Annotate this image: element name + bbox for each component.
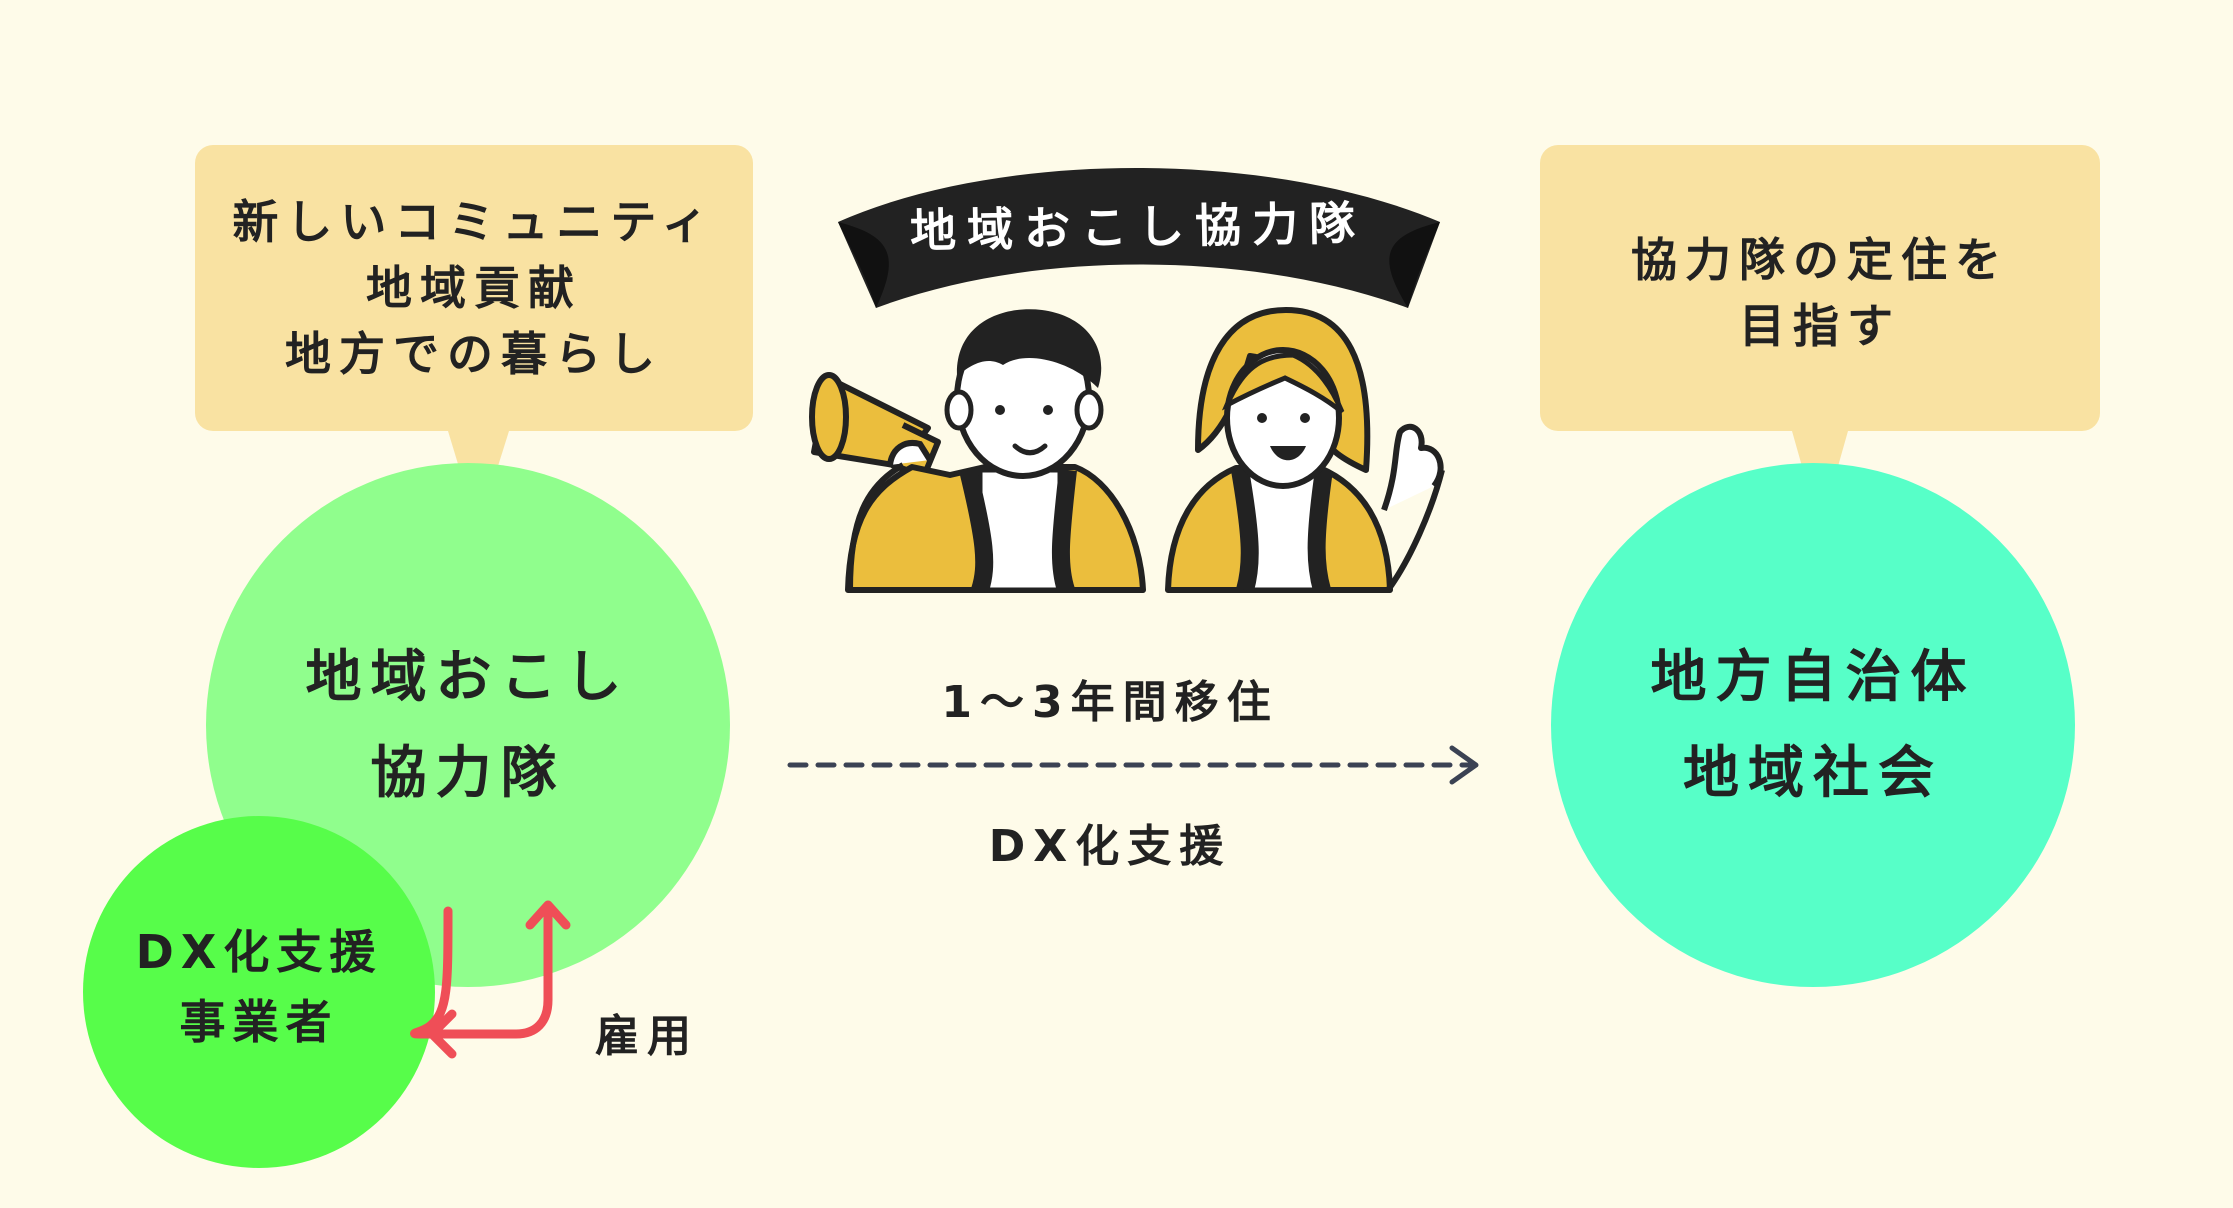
left-speech-bubble [195, 145, 753, 431]
right-bubble-text: 協力隊の定住を 目指す [1540, 218, 2100, 368]
dx-support-business-circle [83, 816, 435, 1168]
right-circle-text: 地方自治体 地域社会 [1551, 626, 2075, 826]
small-circle-text: DX化支援 事業者 [104, 912, 414, 1062]
ribbon-banner-icon [838, 168, 1440, 308]
red-elbow-arrow-icon [410, 900, 571, 1059]
dx-support-label: DX化支援 [988, 821, 1232, 872]
banner-text: 地域おこし協力隊 [909, 196, 1367, 258]
right-bubble-line-1: 協力隊の定住を [1631, 233, 2009, 287]
right-speech-bubble [1540, 145, 2100, 431]
left-bubble-line-3: 地方での暮らし [285, 327, 663, 381]
left-bubble-line-1: 新しいコミュニティ [232, 195, 716, 249]
employment-label: 雇用 [595, 1011, 699, 1062]
left-bubble-text: 新しいコミュニティ 地域貢献 地方での暮らし [195, 178, 753, 398]
left-circle-line-2: 協力隊 [370, 741, 566, 806]
local-government-circle [1551, 463, 2075, 987]
small-circle-line-1: DX化支援 [135, 925, 383, 979]
left-bubble-line-2: 地域貢献 [366, 261, 582, 315]
two-people-with-megaphone-icon [809, 307, 1445, 593]
dashed-arrow-right-icon [787, 745, 1479, 785]
right-circle-line-2: 地域社会 [1683, 741, 1943, 806]
small-circle-line-2: 事業者 [179, 995, 339, 1049]
right-bubble-line-2: 目指す [1739, 299, 1901, 353]
right-circle-line-1: 地方自治体 [1650, 645, 1976, 710]
migration-period-label: 1〜3年間移住 [941, 677, 1279, 728]
left-circle-text: 地域おこし 協力隊 [206, 626, 730, 826]
left-circle-line-1: 地域おこし [305, 645, 631, 710]
